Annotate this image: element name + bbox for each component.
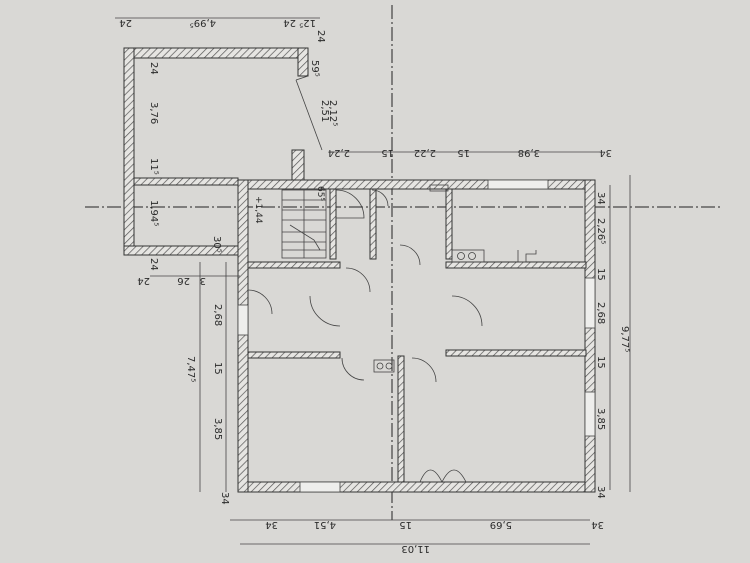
dim-left-5: 34 [219, 492, 230, 505]
staircase [281, 189, 327, 259]
dim-annex-left-1: 24 [148, 62, 159, 75]
dim-right-2: 2,26⁵ [595, 218, 606, 244]
dim-upper-3: 2,22 [414, 147, 436, 158]
dim-right-8: 9,77⁵ [619, 326, 630, 352]
dim-upper-2: 15 [381, 147, 394, 158]
dim-right-6: 3,85 [595, 408, 606, 430]
dim-stair-width: 65⁵ [315, 186, 325, 201]
dimensions-annex-right: 24 59⁵ 2,51 2,12⁵ [309, 30, 338, 126]
dim-bottom-6: 11,03 [401, 543, 430, 554]
dimensions-left-vertical: 2,68 15 7,47⁵ 3,85 34 [185, 304, 230, 505]
dim-right-1: 34 [595, 192, 606, 205]
dimensions-stair: +1,44 65⁵ [253, 186, 325, 224]
dim-left-4: 3,85 [212, 418, 223, 440]
dim-top-3: 24 [283, 17, 296, 28]
dim-left-3: 7,47⁵ [185, 356, 196, 382]
dim-left-2: 15 [212, 362, 223, 375]
dimensions-right-vertical: 34 2,26⁵ 15 2,68 15 3,85 34 9,77⁵ [595, 192, 630, 499]
dim-bottom-3: 15 [399, 519, 412, 530]
dim-bottom-4: 5,69 [490, 519, 512, 530]
dimensions-bottom: 34 4,51 15 5,69 34 11,03 [265, 519, 604, 554]
dim-lower-left-1: 24 [137, 275, 150, 286]
dim-right-4: 2,68 [595, 302, 606, 324]
main-walls [237, 179, 596, 493]
dim-annex-right-4: 2,12⁵ [327, 100, 338, 126]
dim-upper-5: 3,98 [518, 147, 540, 158]
dimension-lines [115, 17, 631, 545]
dim-annex-left-2: 3,76 [148, 102, 159, 124]
dimensions-lower-left: 24 3 26 30⁵ [137, 236, 222, 286]
dim-lower-left-3: 26 [177, 275, 190, 286]
dim-upper-1: 2,24 [328, 147, 350, 158]
dim-upper-6: 34 [599, 147, 612, 158]
dim-stair-level: +1,44 [253, 196, 263, 224]
dimensions-top: 24 4,99⁵ 24 12⁵ [119, 17, 316, 28]
dim-annex-right-3: 2,51 [319, 100, 330, 122]
dim-annex-left-4: 1,94⁵ [148, 200, 159, 226]
dim-annex-left-5: 24 [148, 258, 159, 271]
dim-right-5: 15 [595, 356, 606, 369]
dim-lower-left-2: 3 [200, 275, 206, 286]
dim-lower-left-4: 30⁵ [211, 236, 222, 253]
dim-bottom-1: 34 [265, 519, 278, 530]
door-swings [247, 189, 483, 483]
dim-annex-right-1: 24 [315, 30, 326, 43]
fixtures [373, 184, 537, 373]
dim-top-2: 4,99⁵ [190, 17, 216, 28]
dim-right-7: 34 [595, 486, 606, 499]
dimensions-upper-row: 2,24 15 2,22 15 3,98 34 [328, 147, 612, 158]
dim-bottom-2: 4,51 [314, 519, 336, 530]
windows [237, 179, 596, 493]
dim-left-1: 2,68 [212, 304, 223, 326]
dim-top-4: 12⁵ [299, 17, 316, 28]
dim-right-3: 15 [595, 268, 606, 281]
dim-top-1: 24 [119, 17, 132, 28]
dim-upper-4: 15 [457, 147, 470, 158]
dim-bottom-5: 34 [591, 519, 604, 530]
dim-annex-right-2: 59⁵ [309, 60, 320, 77]
dim-annex-left-3: 11⁵ [148, 158, 159, 175]
dimensions-annex-left: 24 3,76 11⁵ 1,94⁵ 24 [148, 62, 159, 271]
